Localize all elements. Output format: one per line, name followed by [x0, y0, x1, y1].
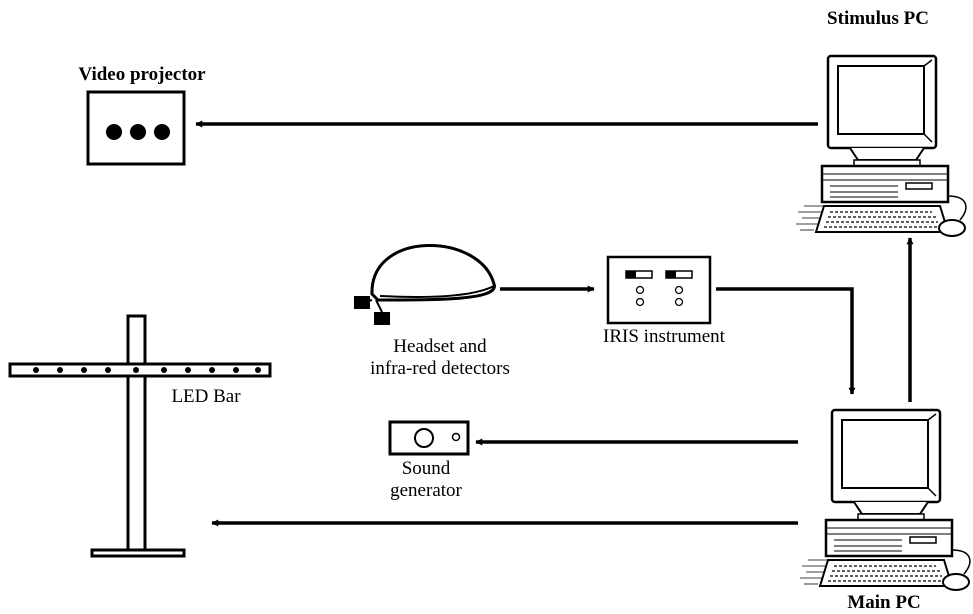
headset-label-line1: Headset and	[393, 336, 487, 357]
arrow-iris-to-main-pc	[716, 287, 856, 395]
sound-generator-label-line1: Sound	[402, 458, 451, 479]
main-pc-label: Main PC	[847, 592, 920, 613]
projector-icon	[86, 90, 186, 166]
led-bar-label: LED Bar	[171, 386, 241, 407]
main-pc-computer-icon	[798, 408, 972, 592]
led-bar-icon	[8, 314, 272, 558]
headset-icon	[354, 244, 496, 325]
iris-instrument-icon	[606, 255, 712, 325]
video-projector-label: Video projector	[78, 64, 206, 85]
headset-label-line2: infra-red detectors	[370, 358, 510, 379]
sound-generator-label-line2: generator	[390, 480, 462, 501]
sound-generator-icon	[388, 420, 470, 456]
stimulus-pc-computer-icon	[794, 54, 968, 238]
iris-instrument-label: IRIS instrument	[603, 326, 726, 347]
stimulus-pc-label: Stimulus PC	[827, 8, 929, 29]
